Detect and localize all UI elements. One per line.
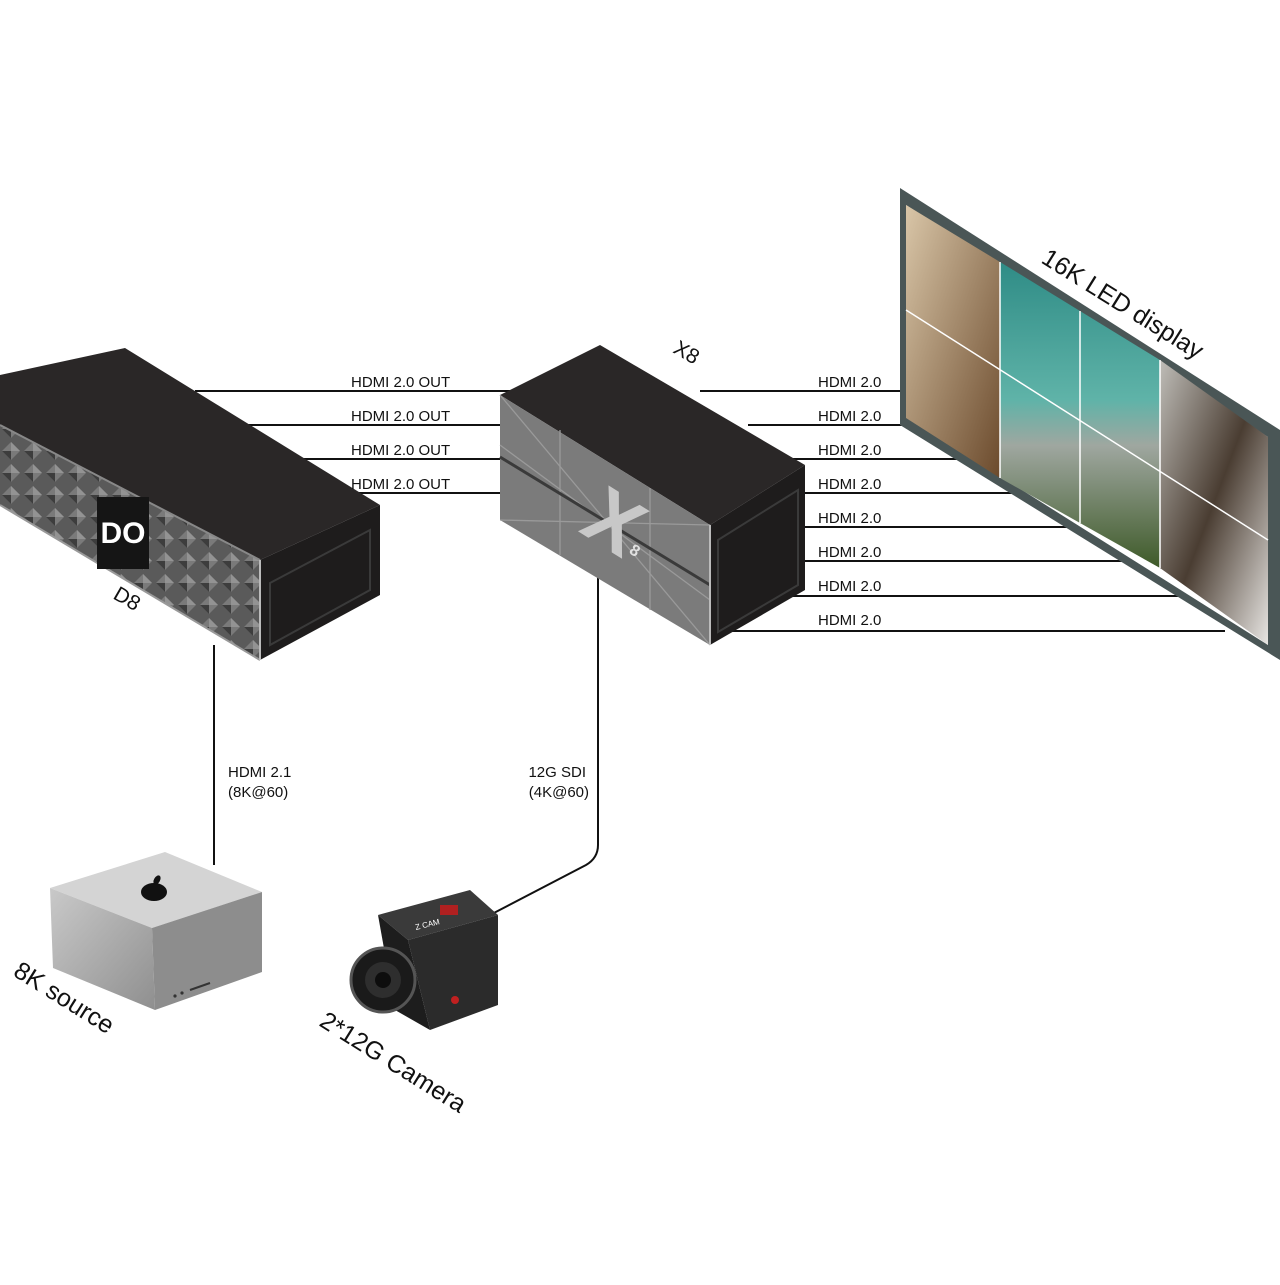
x8-top [500,345,805,525]
x8-out-label-7: HDMI 2.0 [818,578,881,595]
display-panel-1 [906,205,1000,478]
mac-front [50,888,155,1010]
x8-output-labels: HDMI 2.0 HDMI 2.0 HDMI 2.0 HDMI 2.0 HDMI… [818,374,881,629]
d8-top [0,348,380,560]
d8-out-label-4: HDMI 2.0 OUT [351,476,450,493]
x8-out-label-4: HDMI 2.0 [818,476,881,493]
mac-link-format: (8K@60) [228,784,288,801]
mac-link-label: HDMI 2.1 (8K@60) [228,764,291,801]
x8-device: X 8 [499,345,805,646]
display-panel-3 [1160,360,1268,645]
apple-logo-icon [141,875,167,901]
camera-link-type: 12G SDI [528,764,586,781]
d8-out-label-3: HDMI 2.0 OUT [351,442,450,459]
d8-logo-text: DO [101,517,146,550]
x8-out-label-6: HDMI 2.0 [818,544,881,561]
d8-output-labels: HDMI 2.0 OUT HDMI 2.0 OUT HDMI 2.0 OUT H… [351,374,450,493]
mac-side [152,892,262,1010]
mac-link-type: HDMI 2.1 [228,764,291,781]
led-display [900,188,1280,660]
connection-lines [195,390,1225,916]
d8-out-label-1: HDMI 2.0 OUT [351,374,450,391]
x8-out-label-2: HDMI 2.0 [818,408,881,425]
camera-link-label: 12G SDI (4K@60) [528,764,589,801]
d8-device: DO [0,348,380,661]
x8-label: X8 [670,336,704,369]
x8-out-label-3: HDMI 2.0 [818,442,881,459]
camera-side [408,915,498,1030]
mac-device [50,852,262,1010]
camera-x8-cable [489,575,599,916]
d8-side [260,505,380,660]
camera-top [378,890,498,940]
camera-device: Z CAM [349,890,498,1030]
camera-link-format: (4K@60) [529,784,589,801]
x8-side [710,465,805,645]
d8-out-label-2: HDMI 2.0 OUT [351,408,450,425]
x8-out-label-8: HDMI 2.0 [818,612,881,629]
x8-out-label-1: HDMI 2.0 [818,374,881,391]
x8-out-label-5: HDMI 2.0 [818,510,881,527]
d8-logo: DO [97,497,149,569]
